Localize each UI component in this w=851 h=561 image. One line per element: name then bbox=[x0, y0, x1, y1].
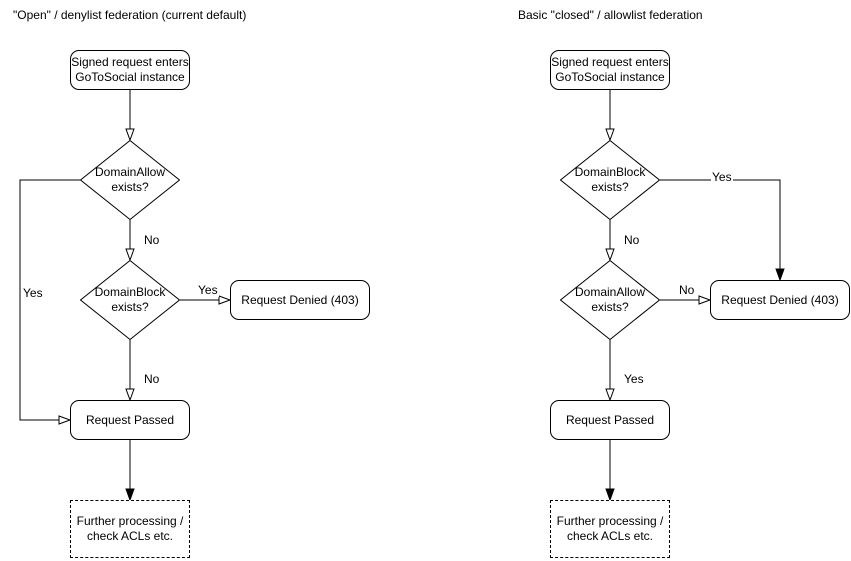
right-node-further-processing: Further processing / check ACLs etc. bbox=[550, 500, 670, 558]
edge-l-allow-yes-to-passed bbox=[19, 179, 80, 425]
right-node-request-passed-label: Request Passed bbox=[565, 412, 655, 427]
right-label-allow-yes: Yes bbox=[623, 372, 645, 386]
right-node-request-passed: Request Passed bbox=[550, 400, 670, 440]
left-node-request-passed: Request Passed bbox=[70, 400, 190, 440]
diamond-shape bbox=[80, 260, 180, 340]
right-label-block-no: No bbox=[623, 233, 641, 247]
right-node-decision-domainallow-label: DomainAllow exists? bbox=[574, 285, 646, 314]
left-node-request-passed-label: Request Passed bbox=[85, 412, 175, 427]
right-node-request-denied-label: Request Denied (403) bbox=[721, 292, 839, 307]
left-node-further-processing-label: Further processing / check ACLs etc. bbox=[76, 514, 184, 543]
diamond-shape bbox=[560, 140, 660, 220]
right-chart-title: Basic "closed" / allowlist federation bbox=[518, 8, 703, 22]
left-node-request-denied-label: Request Denied (403) bbox=[241, 292, 359, 307]
right-node-decision-domainblock-label: DomainBlock exists? bbox=[574, 165, 646, 194]
left-label-allow-yes: Yes bbox=[22, 286, 44, 300]
right-node-request-denied: Request Denied (403) bbox=[710, 280, 850, 320]
left-node-decision-domainblock: DomainBlock exists? bbox=[80, 260, 180, 340]
left-chart-title: "Open" / denylist federation (current de… bbox=[13, 8, 247, 22]
left-label-allow-no: No bbox=[143, 233, 161, 247]
left-chart-edges bbox=[19, 90, 232, 502]
right-label-block-yes: Yes bbox=[711, 170, 733, 184]
left-node-decision-domainallow: DomainAllow exists? bbox=[80, 140, 180, 220]
left-node-further-processing: Further processing / check ACLs etc. bbox=[70, 500, 190, 558]
left-node-request-denied: Request Denied (403) bbox=[230, 280, 370, 320]
right-node-further-processing-label: Further processing / check ACLs etc. bbox=[556, 514, 664, 543]
diamond-shape bbox=[80, 140, 180, 220]
diamond-shape bbox=[560, 260, 660, 340]
left-node-start: Signed request enters GoToSocial instanc… bbox=[70, 50, 190, 90]
left-node-decision-domainallow-label: DomainAllow exists? bbox=[94, 165, 166, 194]
left-node-decision-domainblock-label: DomainBlock exists? bbox=[94, 285, 166, 314]
right-node-start: Signed request enters GoToSocial instanc… bbox=[550, 50, 670, 90]
right-chart-edges bbox=[605, 90, 785, 502]
left-label-block-no: No bbox=[143, 372, 161, 386]
right-node-start-label: Signed request enters GoToSocial instanc… bbox=[551, 55, 669, 84]
left-node-start-label: Signed request enters GoToSocial instanc… bbox=[71, 55, 189, 84]
right-label-allow-no: No bbox=[678, 283, 696, 297]
edge-r-block-yes-to-denied bbox=[660, 179, 785, 282]
right-node-decision-domainallow: DomainAllow exists? bbox=[560, 260, 660, 340]
left-label-block-yes: Yes bbox=[197, 283, 219, 297]
right-node-decision-domainblock: DomainBlock exists? bbox=[560, 140, 660, 220]
